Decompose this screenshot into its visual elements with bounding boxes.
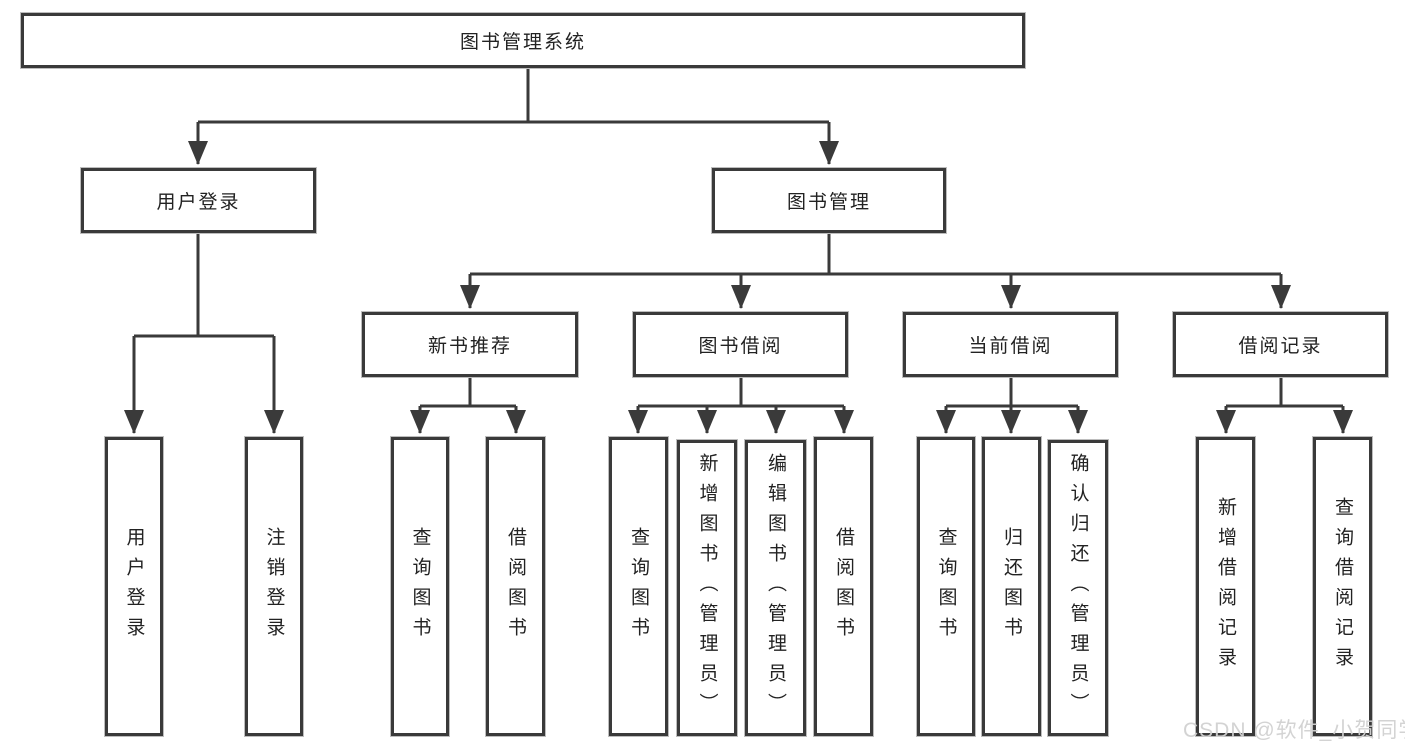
node-label: 新增借阅记录 (1215, 496, 1236, 677)
leaf-borrow-books: 借阅图书 (814, 437, 873, 736)
node-book-borrowing: 图书借阅 (633, 312, 848, 377)
node-label: 用户登录 (123, 526, 145, 647)
leaf-query-books-current: 查询图书 (917, 437, 975, 736)
node-label: 查询图书 (935, 526, 957, 647)
node-label: 编辑图书（管理员） (765, 453, 786, 723)
node-label: 新增图书（管理员） (696, 453, 718, 723)
node-label: 借阅记录 (1238, 336, 1323, 357)
node-label: 借阅图书 (833, 526, 854, 647)
leaf-borrow-books-recommend: 借阅图书 (486, 437, 545, 736)
leaf-add-books-admin: 新增图书（管理员） (677, 440, 737, 736)
leaf-edit-books-admin: 编辑图书（管理员） (745, 440, 806, 736)
leaf-add-borrow-record: 新增借阅记录 (1196, 437, 1255, 736)
csdn-watermark: CSDN @软件_小贺同学 (1183, 719, 1405, 742)
node-label: 查询图书 (628, 526, 649, 647)
node-book-management: 图书管理 (712, 168, 946, 233)
leaf-confirm-return-admin: 确认归还（管理员） (1048, 440, 1108, 736)
leaf-user-login: 用户登录 (105, 437, 163, 736)
node-user-login: 用户登录 (81, 168, 316, 233)
node-label: 借阅图书 (505, 526, 526, 647)
leaf-query-borrow-record: 查询借阅记录 (1313, 437, 1372, 736)
node-label: 当前借阅 (968, 336, 1053, 357)
node-new-book-recommend: 新书推荐 (362, 312, 578, 377)
node-label: 图书借阅 (698, 336, 783, 357)
node-label: 查询借阅记录 (1332, 496, 1353, 677)
node-label: 查询图书 (409, 526, 431, 647)
node-label: 确认归还（管理员） (1067, 453, 1089, 723)
leaf-query-books-recommend: 查询图书 (391, 437, 449, 736)
node-label: 归还图书 (1001, 526, 1022, 647)
node-label: 用户登录 (156, 192, 241, 213)
node-label: 新书推荐 (427, 336, 512, 357)
leaf-return-books: 归还图书 (982, 437, 1041, 736)
node-label: 图书管理系统 (459, 32, 586, 53)
node-current-borrowing: 当前借阅 (903, 312, 1118, 377)
leaf-logout: 注销登录 (245, 437, 303, 736)
node-borrowing-records: 借阅记录 (1173, 312, 1388, 377)
node-label: 图书管理 (786, 192, 871, 213)
node-label: 注销登录 (263, 526, 285, 647)
leaf-query-books-borrowing: 查询图书 (609, 437, 668, 736)
node-library-management-system: 图书管理系统 (21, 13, 1025, 68)
